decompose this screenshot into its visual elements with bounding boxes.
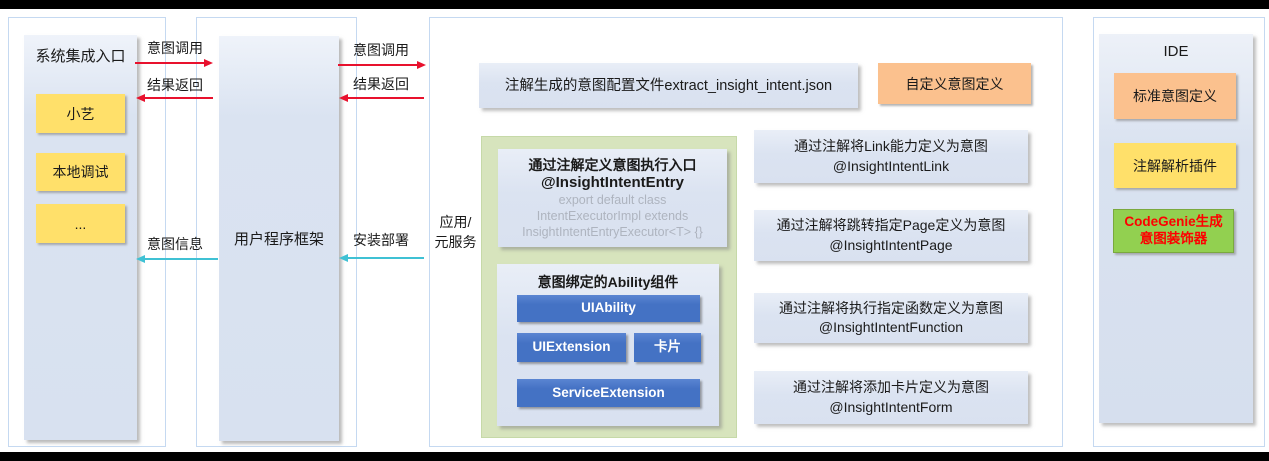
ability-components-title: 意图绑定的Ability组件 xyxy=(537,274,679,290)
intent-link-annotation: @InsightIntentLink xyxy=(832,157,950,174)
ability-components-box: 意图绑定的Ability组件 UIAbility UIExtension 卡片 … xyxy=(497,264,719,426)
codegenie-box: CodeGenie生成意图装饰器 xyxy=(1113,209,1234,253)
intent-link-desc: 通过注解将Link能力定义为意图 xyxy=(794,138,988,155)
intent-call-arrow-2 xyxy=(338,64,418,66)
intent-info-label: 意图信息 xyxy=(147,236,203,252)
install-deploy-label: 安装部署 xyxy=(353,232,409,248)
intent-info-arrow xyxy=(145,258,218,260)
intent-form-annotation: @InsightIntentForm xyxy=(829,398,953,415)
intent-page-box: 通过注解将跳转指定Page定义为意图 @InsightIntentPage xyxy=(754,210,1028,261)
intent-call-arrowhead-1 xyxy=(204,59,213,67)
result-return-label-1: 结果返回 xyxy=(147,77,203,93)
intent-form-desc: 通过注解将添加卡片定义为意图 xyxy=(793,379,989,396)
intent-impl-container: 通过注解定义意图执行入口 @InsightIntentEntry export … xyxy=(481,136,737,438)
top-black-bar xyxy=(0,0,1269,9)
standard-intent-box: 标准意图定义 xyxy=(1114,73,1236,119)
intent-function-box: 通过注解将执行指定函数定义为意图 @InsightIntentFunction xyxy=(754,293,1028,343)
install-deploy-arrowhead xyxy=(339,254,348,262)
local-debug-box: 本地调试 xyxy=(36,153,125,191)
app-service-label-line2: 元服务 xyxy=(434,234,477,251)
intent-function-annotation: @InsightIntentFunction xyxy=(818,319,964,335)
intent-entry-box: 通过注解定义意图执行入口 @InsightIntentEntry export … xyxy=(498,149,727,247)
app-service-panel: 应用/ 元服务 注解生成的意图配置文件extract_insight_inten… xyxy=(429,17,1063,447)
serviceextension-label: ServiceExtension xyxy=(552,384,665,400)
result-return-arrowhead-1 xyxy=(136,94,145,102)
intent-call-arrow-1 xyxy=(135,62,205,64)
system-entry-box: 系统集成入口 小艺 本地调试 ... xyxy=(24,35,137,440)
ide-box: IDE 标准意图定义 注解解析插件 CodeGenie生成意图装饰器 xyxy=(1099,34,1253,423)
result-return-arrow-2 xyxy=(348,97,424,99)
uiextension-box: UIExtension xyxy=(517,333,626,362)
uiextension-label: UIExtension xyxy=(532,339,611,355)
app-service-side-label: 应用/ 元服务 xyxy=(428,212,483,253)
bottom-black-bar xyxy=(0,452,1269,461)
card-box: 卡片 xyxy=(634,333,701,362)
intent-call-arrowhead-2 xyxy=(417,61,426,69)
standard-intent-label: 标准意图定义 xyxy=(1133,88,1217,104)
system-entry-title: 系统集成入口 xyxy=(35,48,126,65)
intent-form-box: 通过注解将添加卡片定义为意图 @InsightIntentForm xyxy=(754,371,1028,424)
ide-title: IDE xyxy=(1163,43,1189,60)
user-framework-box: 用户程序框架 xyxy=(219,36,339,441)
intent-entry-code-line1: export default class xyxy=(558,193,667,208)
codegenie-label: CodeGenie生成意图装饰器 xyxy=(1124,214,1223,246)
intent-config-file-box: 注解生成的意图配置文件extract_insight_intent.json xyxy=(479,63,858,108)
more-entries-box: ... xyxy=(36,204,125,243)
xiaoyi-label: 小艺 xyxy=(66,105,95,122)
intent-page-annotation: @InsightIntentPage xyxy=(829,236,953,253)
result-return-arrowhead-2 xyxy=(339,94,348,102)
annotation-plugin-label: 注解解析插件 xyxy=(1133,157,1217,174)
uiability-label: UIAbility xyxy=(581,300,636,316)
ide-panel: IDE 标准意图定义 注解解析插件 CodeGenie生成意图装饰器 xyxy=(1093,17,1265,447)
custom-intent-box: 自定义意图定义 xyxy=(878,63,1031,104)
more-entries-label: ... xyxy=(74,215,87,232)
intent-info-arrowhead xyxy=(136,255,145,263)
intent-call-label-1: 意图调用 xyxy=(147,40,203,56)
xiaoyi-box: 小艺 xyxy=(36,94,125,133)
intent-entry-annotation: @InsightIntentEntry xyxy=(541,173,684,191)
local-debug-label: 本地调试 xyxy=(52,164,109,180)
system-entry-panel: 系统集成入口 小艺 本地调试 ... xyxy=(8,17,166,447)
result-return-arrow-1 xyxy=(145,97,213,99)
app-service-label-line1: 应用/ xyxy=(439,214,472,230)
custom-intent-label: 自定义意图定义 xyxy=(905,75,1004,92)
uiability-box: UIAbility xyxy=(517,295,700,322)
install-deploy-arrow xyxy=(348,257,424,259)
intent-config-file-label: 注解生成的意图配置文件extract_insight_intent.json xyxy=(504,77,833,94)
intent-entry-title: 通过注解定义意图执行入口 xyxy=(528,156,697,173)
card-label: 卡片 xyxy=(654,339,681,355)
annotation-plugin-box: 注解解析插件 xyxy=(1114,143,1236,188)
intent-link-box: 通过注解将Link能力定义为意图 @InsightIntentLink xyxy=(754,130,1028,183)
user-framework-label: 用户程序框架 xyxy=(233,231,324,248)
serviceextension-box: ServiceExtension xyxy=(517,379,700,407)
intent-page-desc: 通过注解将跳转指定Page定义为意图 xyxy=(776,217,1006,234)
result-return-label-2: 结果返回 xyxy=(353,76,409,92)
intent-entry-code-line3: InsightIntentEntryExecutor<T> {} xyxy=(522,225,703,240)
intent-entry-code-line2: IntentExecutorImpl extends xyxy=(536,209,689,224)
framework-panel: 用户程序框架 xyxy=(196,17,357,447)
intent-call-label-2: 意图调用 xyxy=(353,42,409,58)
intent-function-desc: 通过注解将执行指定函数定义为意图 xyxy=(779,299,1003,316)
